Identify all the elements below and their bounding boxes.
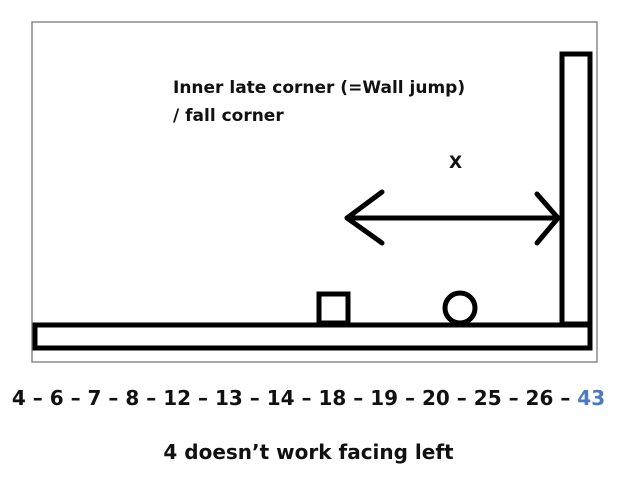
frame-sequence-text: 4 – 6 – 7 – 8 – 12 – 13 – 14 – 18 – 19 –… bbox=[11, 386, 578, 410]
frame-sequence-highlight: 43 bbox=[577, 386, 606, 410]
square-block-icon bbox=[316, 291, 351, 326]
wall-icon bbox=[559, 51, 593, 327]
diagram-label-line2: / fall corner bbox=[173, 106, 284, 126]
double-arrow-icon bbox=[344, 189, 561, 246]
frame-sequence: 4 – 6 – 7 – 8 – 12 – 13 – 14 – 18 – 19 –… bbox=[0, 386, 617, 410]
facing-note: 4 doesn’t work facing left bbox=[163, 440, 454, 464]
floor-icon bbox=[32, 322, 593, 351]
distance-label: X bbox=[449, 153, 462, 173]
diagram-label-line1: Inner late corner (=Wall jump) bbox=[173, 78, 465, 98]
circle-icon bbox=[442, 290, 478, 326]
diagram: Inner late corner (=Wall jump) / fall co… bbox=[31, 21, 598, 363]
diagram-frame bbox=[31, 21, 598, 363]
